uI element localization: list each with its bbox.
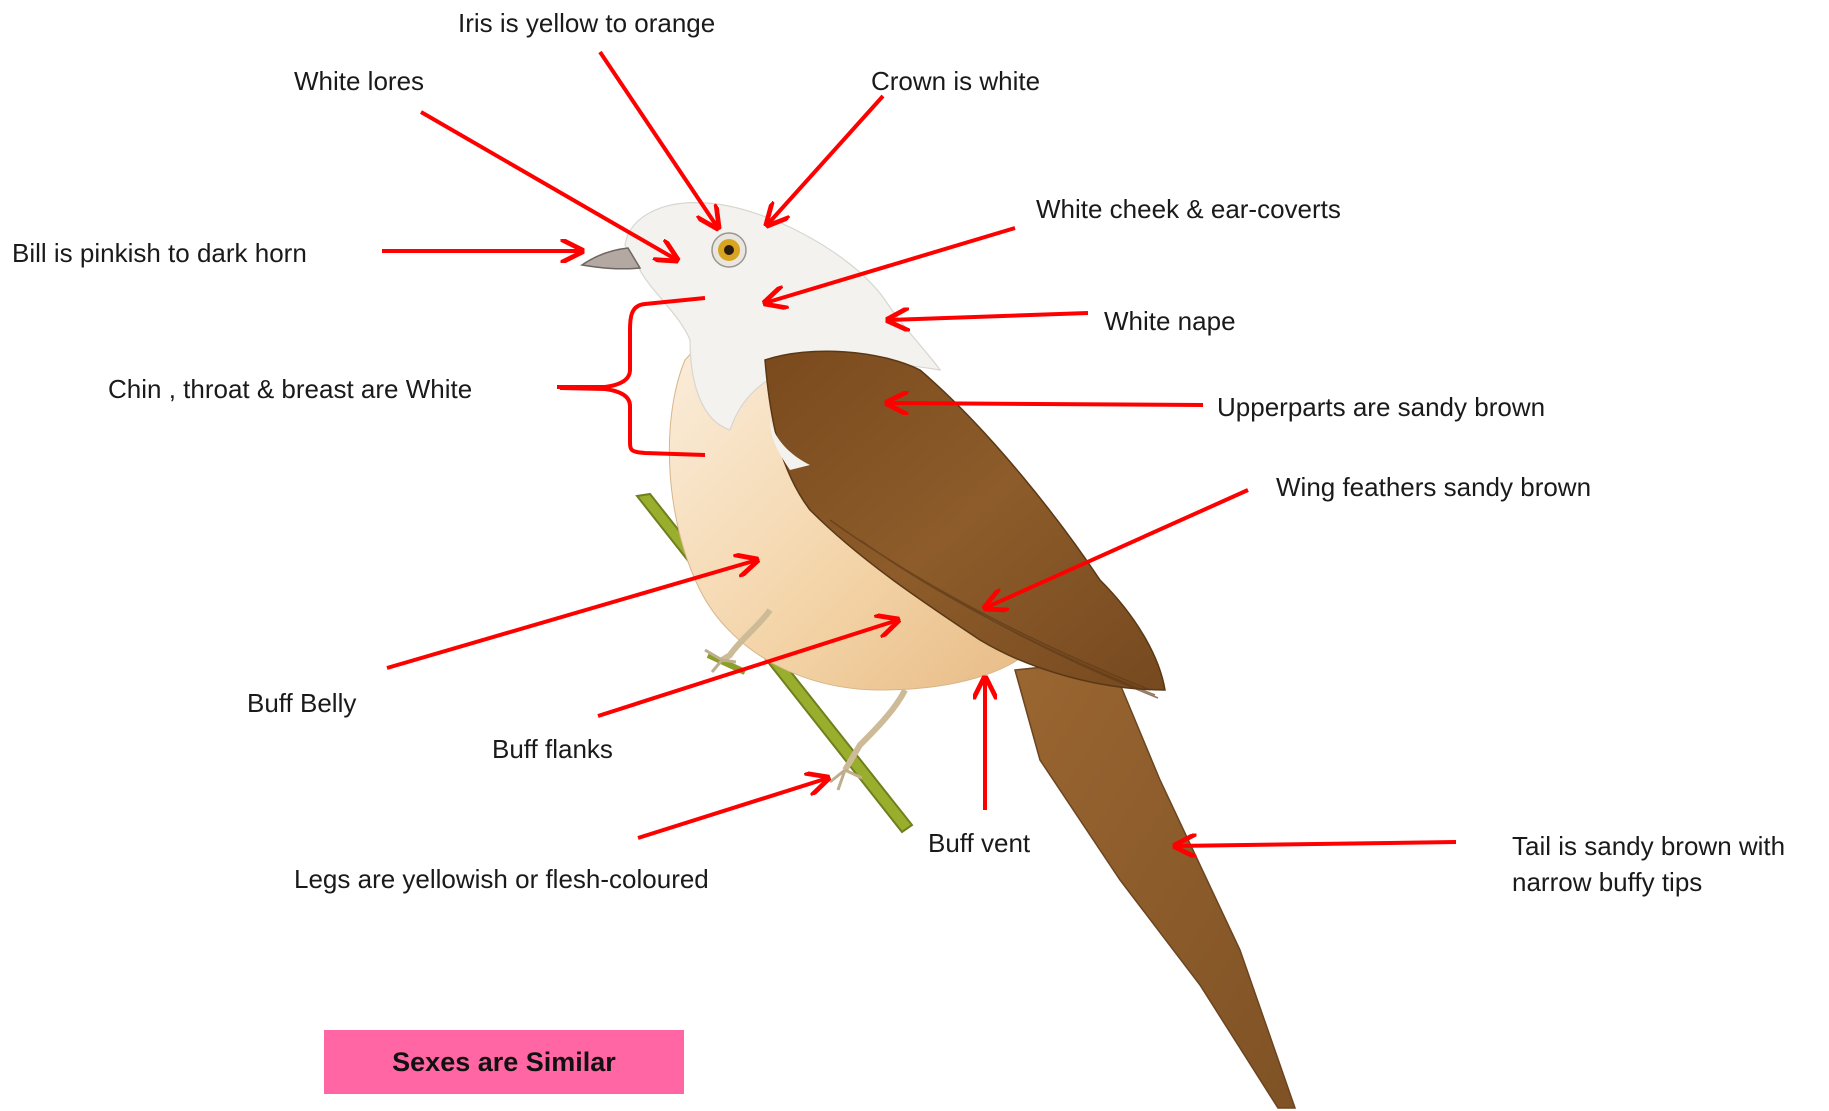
label-flanks: Buff flanks: [492, 734, 613, 764]
label-cheek: White cheek & ear-coverts: [1036, 194, 1341, 224]
bird-pupil: [724, 245, 734, 255]
label-iris: Iris is yellow to orange: [458, 8, 715, 38]
arrow-upperparts: [887, 403, 1203, 405]
label-nape: White nape: [1104, 306, 1236, 336]
arrow-crown: [767, 96, 883, 225]
label-tail: Tail is sandy brown with narrow buffy ti…: [1512, 828, 1829, 900]
sexes-note-box: Sexes are Similar: [324, 1030, 684, 1094]
label-belly: Buff Belly: [247, 688, 356, 718]
label-chin: Chin , throat & breast are White: [108, 374, 472, 404]
arrow-belly: [387, 560, 757, 668]
sexes-note-text: Sexes are Similar: [392, 1047, 616, 1078]
bird-tail: [1015, 660, 1295, 1108]
label-vent: Buff vent: [928, 828, 1030, 858]
label-legs: Legs are yellowish or flesh-coloured: [294, 864, 709, 894]
label-crown: Crown is white: [871, 66, 1040, 96]
label-wing: Wing feathers sandy brown: [1276, 472, 1591, 502]
label-lores: White lores: [294, 66, 424, 96]
arrow-lores: [421, 112, 677, 260]
bird-leg-rear: [845, 690, 905, 770]
label-upperparts: Upperparts are sandy brown: [1217, 392, 1545, 422]
arrow-iris: [600, 52, 718, 228]
arrow-legs: [638, 778, 828, 838]
arrow-tail: [1175, 842, 1456, 846]
label-bill: Bill is pinkish to dark horn: [12, 238, 307, 268]
arrow-nape: [888, 313, 1088, 320]
